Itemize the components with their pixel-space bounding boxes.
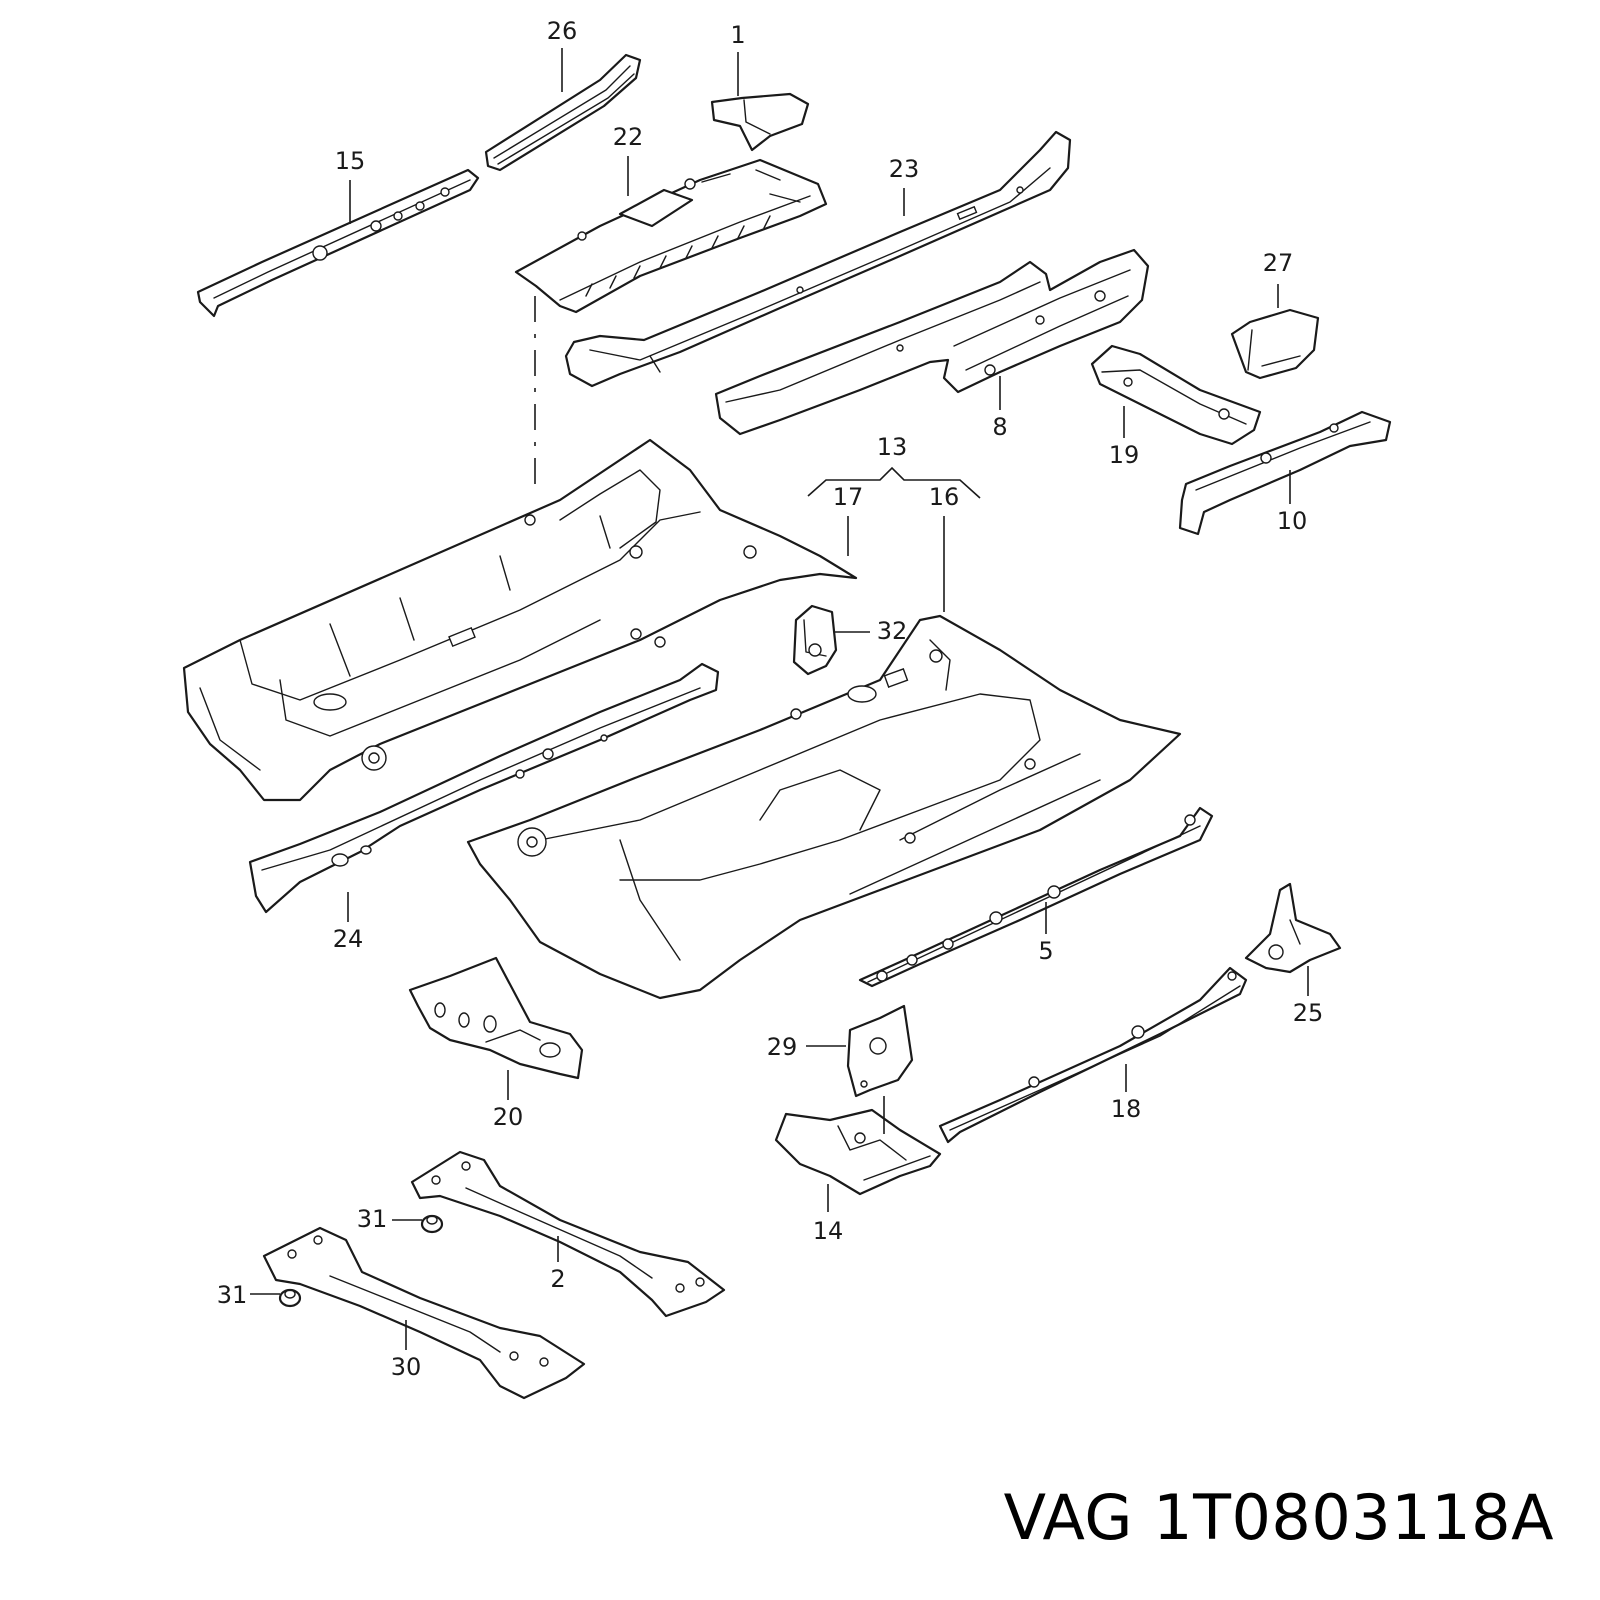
callout-32: 32 [877,617,908,645]
callout-2: 2 [550,1265,565,1293]
leader-lines [250,48,1309,1350]
callout-18: 18 [1111,1095,1142,1123]
part-10 [1178,410,1392,536]
part-31-nut-upper [420,1214,444,1234]
part-26 [484,53,642,172]
callout-14: 14 [813,1217,844,1245]
part-5 [858,806,1214,988]
part-30 [262,1226,586,1400]
callout-26: 26 [547,17,578,45]
part-8 [714,248,1150,436]
callout-31-lower: 31 [217,1281,248,1309]
part-25 [1244,882,1342,974]
part-2 [410,1150,726,1318]
part-number: 1T0803118A [1153,1481,1554,1554]
callout-22: 22 [613,123,644,151]
callout-1: 1 [730,21,745,49]
callout-15: 15 [335,147,366,175]
callout-labels: 26 1 15 22 23 27 8 19 10 13 17 16 32 24 … [217,17,1324,1381]
part-29 [846,1004,914,1098]
part-23 [564,130,1072,388]
part-18 [938,966,1248,1144]
part-14 [774,1108,942,1196]
part-31-nut-lower [278,1288,302,1308]
callout-30: 30 [391,1353,422,1381]
callout-20: 20 [493,1103,524,1131]
callout-13: 13 [877,433,908,461]
callout-25: 25 [1293,999,1324,1027]
callout-29: 29 [767,1033,798,1061]
callout-17: 17 [833,483,864,511]
part-16 [466,614,1182,1000]
part-27 [1230,308,1320,380]
part-24 [248,662,720,914]
brand-name: VAG [1003,1481,1133,1554]
part-caption: VAG 1T0803118A [1004,1481,1554,1554]
callout-31-upper: 31 [357,1205,388,1233]
callout-10: 10 [1277,507,1308,535]
part-32 [792,604,838,676]
callout-8: 8 [992,413,1007,441]
part-20 [408,956,584,1080]
callout-5: 5 [1038,937,1053,965]
callout-27: 27 [1263,249,1294,277]
part-22 [514,158,828,314]
part-17 [182,438,858,802]
callout-24: 24 [333,925,364,953]
callout-19: 19 [1109,441,1140,469]
callout-16: 16 [929,483,960,511]
part-19 [1090,344,1262,446]
callout-23: 23 [889,155,920,183]
part-1 [710,92,810,152]
part-15 [196,168,480,318]
